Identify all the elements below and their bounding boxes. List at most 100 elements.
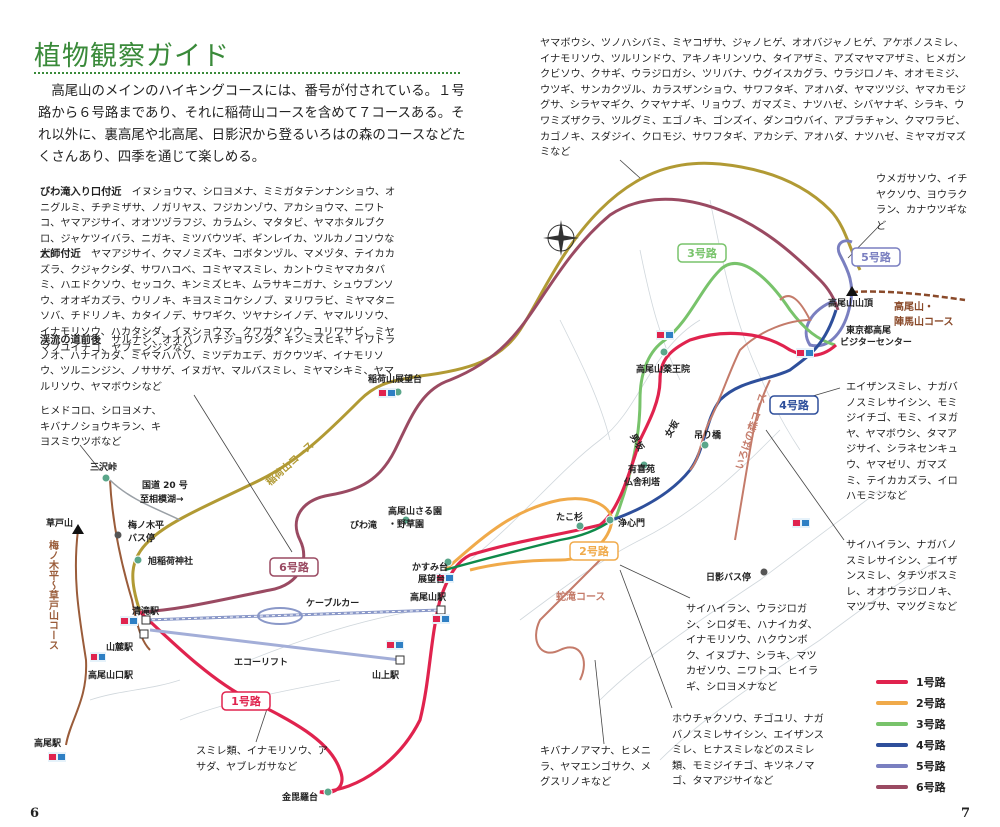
- label-takao-summit: 高尾山山頂: [828, 297, 874, 309]
- label-sanjo: 山上駅: [372, 669, 400, 681]
- label-inari-course: 稲荷山コース: [263, 439, 316, 488]
- plant-list-iroha: サイハイラン、ナガバノスミレサイシン、エイザンスミレ、タチツボスミレ、オオウラジ…: [846, 540, 958, 614]
- label-yakuoin: 高尾山薬王院: [636, 363, 690, 375]
- route-1-line: [138, 331, 838, 795]
- legend-item-route-4: 4号路: [876, 735, 946, 755]
- label-umenoki-bus-2: バス停: [128, 532, 155, 544]
- plant-list-route5: ウメガサソウ、イチヤクソウ、ヨウラクラン、カナウツギなど: [876, 174, 968, 232]
- page-number-left: 6: [30, 806, 40, 821]
- route-tag-1: 1号路: [221, 691, 271, 711]
- plant-list-keiryu-header: 渓流の道前後: [40, 335, 102, 346]
- uki-marker: [639, 460, 649, 470]
- umenoki-course-line: [65, 529, 88, 746]
- label-umenoki-bus-1: 梅ノ木平: [128, 519, 164, 531]
- label-cable: ケーブルカー: [306, 597, 359, 609]
- route-tag-5: 5号路: [851, 247, 901, 267]
- route-tag-2-label: 2号路: [579, 544, 610, 558]
- biwa-marker: [401, 515, 411, 525]
- label-takao-eki: 高尾駅: [34, 737, 62, 749]
- legend-swatch: [876, 743, 908, 747]
- plant-list-biwa-body: イヌショウマ、シロヨメナ、ミミガタテンナンショウ、オニグルミ、チヂミザサ、ノガリ…: [40, 187, 396, 261]
- legend-label: 3号路: [916, 718, 946, 731]
- label-to-yokohama: 至相模湖→: [140, 493, 184, 505]
- label-tako: たこ杉: [556, 511, 583, 523]
- iroha-course-lower: [734, 379, 771, 541]
- label-tsuribashi: 吊り橋: [694, 429, 722, 441]
- leader-lines: [79, 159, 881, 745]
- label-takao-station: 高尾山駅: [410, 591, 447, 603]
- plant-list-hebi: キバナノアマナ、ヒメニラ、ヤマエンゴサク、メグスリノキなど: [540, 746, 652, 789]
- tsuribashi-marker: [700, 440, 710, 450]
- label-eco: エコーリフト: [234, 657, 288, 668]
- route-tag-3: 3号路: [677, 243, 727, 263]
- legend-item-route-2: 2号路: [876, 693, 946, 713]
- plant-list-biwa: びわ滝入り口付近 イヌショウマ、シロヨメナ、ミミガタテンナンショウ、オニグルミ、…: [40, 185, 400, 263]
- route-tag-4-label: 4号路: [779, 398, 810, 412]
- toilet-icons: [48, 330, 814, 762]
- takao-station-marker: [436, 605, 446, 615]
- eco-lift-line: [149, 628, 401, 662]
- plant-list-keiryu-body: サルナシ、オオバノハチジョウシダ、キンミズヒキ、イワトラノオ、ハナイカダ、ミヤマ…: [40, 335, 396, 393]
- legend-item-route-6: 6号路: [876, 777, 946, 797]
- label-saru-1: 高尾山さる園: [388, 505, 442, 517]
- route-tag-1-label: 1号路: [231, 694, 262, 708]
- label-visitor-1: 東京都高尾: [846, 324, 891, 336]
- label-hikage: 日影バス停: [706, 571, 751, 583]
- legend-swatch: [876, 701, 908, 705]
- asahi-marker: [133, 555, 143, 565]
- route-tag-6-label: 6号路: [279, 560, 310, 574]
- label-onna: 女坂: [662, 417, 682, 439]
- legend-swatch: [876, 680, 908, 684]
- label-jyoshin: 浄心門: [618, 517, 645, 529]
- label-biwa: びわ滝: [350, 519, 377, 531]
- route-tag-6: 6号路: [269, 557, 319, 577]
- label-uki-2: 仏舎利塔: [623, 476, 661, 488]
- legend-label: 6号路: [916, 781, 946, 794]
- legend-label: 1号路: [916, 676, 946, 689]
- label-hebi-course: 蛇滝コース: [556, 590, 606, 603]
- label-kasumi-2: 展望台: [418, 573, 445, 585]
- title-divider: [34, 72, 460, 74]
- plant-list-route1: スミレ類、イナモリソウ、アサダ、ヤブレガサなど: [196, 746, 328, 773]
- sanroku-marker: [139, 629, 149, 639]
- umenoki-bus-icon: [114, 531, 122, 539]
- plant-list-route2: サイハイラン、ウラジロガシ、シロダモ、ハナイカダ、イナモリソウ、ハクウンボク、イ…: [686, 604, 819, 693]
- legend-swatch: [876, 764, 908, 768]
- plant-list-hime: ヒメドコロ、シロヨメナ、キバナノショウキラン、キヨスミウツボなど: [40, 406, 162, 449]
- page-number-right: 7: [960, 806, 970, 821]
- label-takao-jinba-2: 陣馬山コース: [894, 315, 954, 328]
- tako-marker: [575, 521, 585, 531]
- label-asahi: 旭稲荷神社: [147, 555, 193, 567]
- hikage-bus-icon: [760, 568, 768, 576]
- label-takao-jinba-1: 高尾山・: [894, 300, 934, 313]
- label-kiyotaki: 清滝駅: [132, 605, 160, 617]
- legend-item-route-1: 1号路: [876, 672, 946, 692]
- sanzawa-marker: [101, 473, 111, 483]
- yakuoin-marker: [659, 347, 669, 357]
- route-3-line: [613, 262, 836, 521]
- plant-list-daishi: 大師付近 ヤマアジサイ、クマノミズキ、コボタンヅル、マメヅタ、テイカカズラ、クジ…: [40, 247, 400, 356]
- plant-list-hochaku: ホウチャクソウ、チゴユリ、ナガバノスミレサイシン、エイザンスミレ、ヒナスミレなど…: [672, 714, 824, 788]
- legend-label: 5号路: [916, 760, 946, 773]
- route-tag-2: 2号路: [569, 541, 619, 561]
- intro-paragraph: 高尾山のメインのハイキングコースには、番号が付されている。１号路から６号路まであ…: [38, 84, 466, 165]
- cable-car-line: [145, 607, 441, 625]
- plant-list-biwa-header: びわ滝入り口付近: [40, 187, 122, 198]
- hebi-course-line: [535, 559, 601, 681]
- green-link-line: [444, 519, 613, 572]
- kinpira-marker: [323, 787, 333, 797]
- label-sanroku: 山麓駅: [106, 641, 134, 653]
- label-kusatoyama: 草戸山: [46, 517, 73, 529]
- kasumi-marker: [443, 557, 453, 567]
- label-takaoyamaguchi: 高尾山口駅: [88, 669, 134, 681]
- sanjo-marker: [395, 655, 405, 665]
- summit-icon: [846, 286, 858, 296]
- label-umenoki-course: 梅ノ木平〜草戸山コース: [47, 539, 60, 650]
- plant-list-route4: エイザンスミレ、ナガバノスミレサイシン、モミジイチゴ、モミ、イヌガヤ、ヤマボウシ…: [846, 382, 959, 503]
- route-tag-4: 4号路: [769, 395, 819, 415]
- terrain-lines: [89, 199, 941, 761]
- label-route20: 国道 20 号: [142, 479, 188, 491]
- route-tag-5-label: 5号路: [861, 250, 892, 264]
